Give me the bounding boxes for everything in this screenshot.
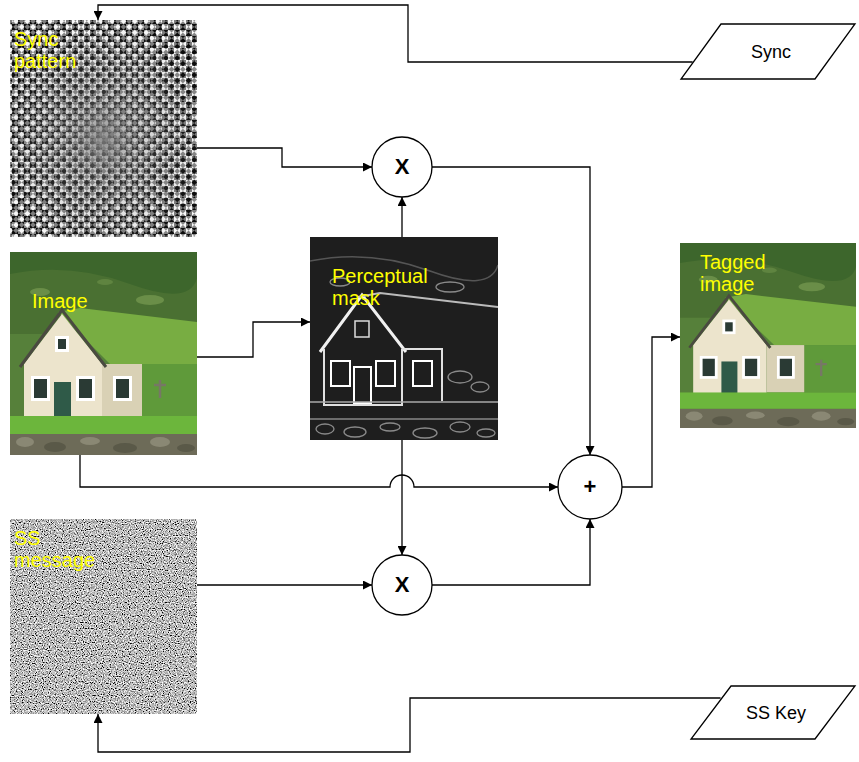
operator-symbol: X [395,573,410,597]
multiply-node: X [371,136,433,198]
parallelogram-shape [681,24,855,79]
tagged-house-photo [680,243,856,428]
image-caption: Perceptual mask [332,265,442,309]
image-caption: Image [32,290,152,312]
sync-pattern-image: Sync pattern [10,20,197,237]
flow-arrow [80,455,558,487]
house-photo [10,252,197,455]
message-image: SS message [10,519,197,714]
noise-picture [10,519,197,714]
flow-arrow [432,167,590,455]
flow-arrow [197,584,372,585]
input-parallelogram: Sync [680,23,856,80]
flow-arrow [401,197,402,237]
parallelogram-shape [691,686,855,739]
sum-node: + [557,454,623,520]
mask-image: Perceptual mask [310,237,498,440]
sync-pattern-picture [10,20,197,237]
source-image: Image [10,252,197,455]
flow-arrow [197,148,372,167]
image-caption: Tagged image [700,251,780,295]
circle-outline [558,455,622,519]
input-label: SS Key [740,702,806,724]
circle-outline [372,137,432,197]
input-parallelogram: SS Key [690,685,856,740]
input-label: Sync [745,41,791,63]
operator-symbol: X [395,155,410,179]
flow-arrow [197,322,310,357]
image-caption: Sync pattern [14,28,94,72]
mask-picture [310,237,498,440]
flow-arrow [401,440,402,555]
flow-arrow [432,519,590,585]
flow-arrow [622,337,680,487]
flow-arrow [98,5,693,62]
image-caption: SS message [14,527,104,571]
output-image: Tagged image [680,243,856,428]
circle-outline [372,555,432,615]
operator-symbol: + [584,475,597,499]
multiply-node: X [371,554,433,616]
flow-arrow [98,698,721,752]
